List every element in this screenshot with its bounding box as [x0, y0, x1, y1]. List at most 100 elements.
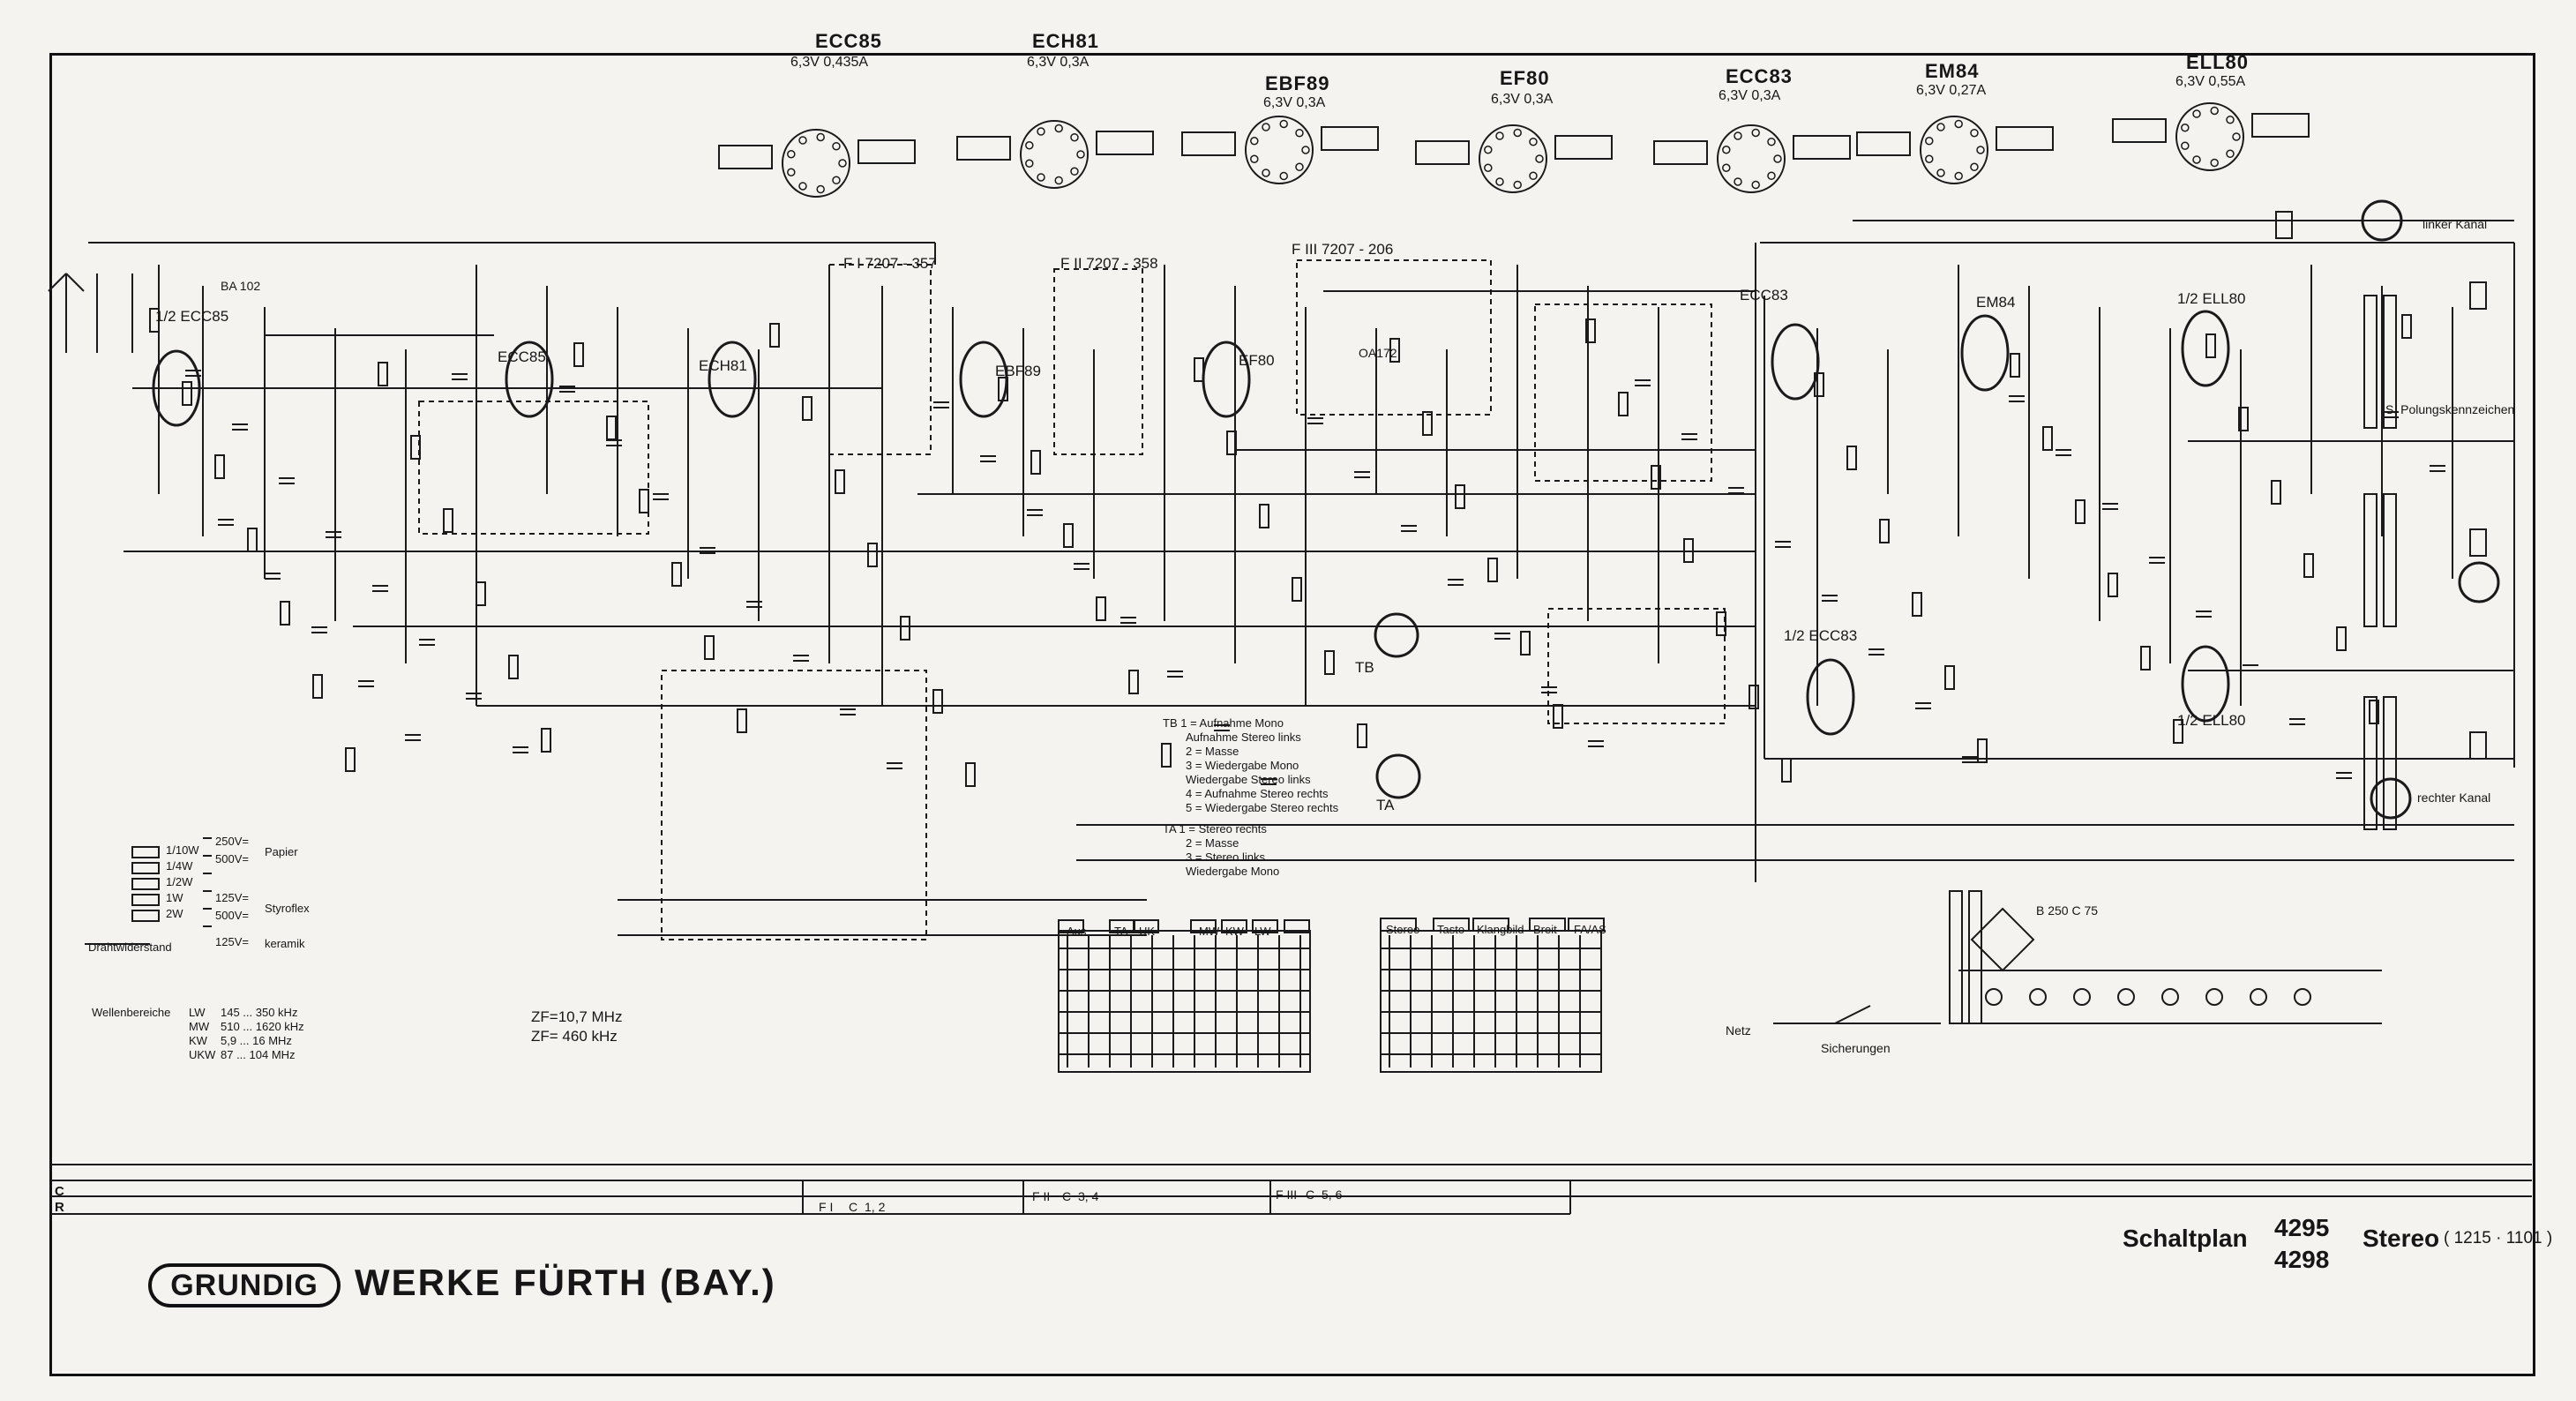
tube-spec-ecc85: 6,3V 0,435A	[790, 55, 869, 70]
tb-legend-0: TB 1 = Aufnahme Mono	[1163, 716, 1284, 730]
power-switch	[1834, 1005, 1871, 1024]
voltage-box	[1181, 131, 1236, 156]
voltage-box	[2251, 113, 2310, 138]
resistor	[1422, 411, 1433, 436]
tube-name-ecc83: ECC83	[1726, 65, 1793, 87]
resistor	[1912, 592, 1922, 617]
legend-resistor	[131, 846, 160, 858]
wave-band-ukw: UKW	[189, 1048, 216, 1061]
transformer-core	[1949, 890, 1963, 1024]
tube-pin	[2181, 141, 2190, 151]
tube-pin	[1722, 145, 1731, 154]
voltage-box	[1321, 126, 1379, 151]
tube-pin	[1295, 128, 1304, 138]
resistor	[2075, 499, 2086, 524]
row-label-c: C	[55, 1184, 64, 1199]
tube-pin	[787, 168, 796, 177]
tb-legend-9: 3 = Stereo links	[1186, 850, 1265, 864]
model-number-1: 4295	[2274, 1214, 2330, 1241]
switch-tab-box	[1568, 918, 1605, 932]
legend-resistor	[131, 894, 160, 906]
switch-tab-box	[1284, 919, 1310, 933]
transformer-core	[2363, 696, 2378, 830]
switch-tab-lw: LW	[1254, 925, 1271, 938]
tube-pin	[1054, 124, 1063, 133]
wave-band-mw: MW	[189, 1020, 210, 1033]
resistor	[1585, 318, 1596, 343]
resistor	[2369, 700, 2379, 724]
tube-name-ech81: ECH81	[1032, 30, 1099, 52]
wave-ranges-title: Wellenbereiche	[92, 1006, 171, 1019]
tube-name-em84: EM84	[1925, 60, 1980, 82]
if-filter-box	[1053, 268, 1143, 455]
tuner-box	[418, 401, 649, 535]
tb-legend-2: 2 = Masse	[1186, 745, 1239, 758]
resistor	[2271, 480, 2281, 505]
resistor	[573, 342, 584, 367]
switch-tab-box	[1472, 918, 1509, 932]
switch-tab-stereo: Stereo	[1386, 923, 1420, 936]
switch-tab-box	[1190, 919, 1217, 933]
stereo-label: Stereo	[2363, 1225, 2440, 1252]
resistor	[2205, 333, 2216, 358]
resistor	[1357, 723, 1367, 748]
tube-pin	[1925, 154, 1934, 164]
switch-tab-box	[1380, 918, 1417, 932]
resistor	[214, 454, 225, 479]
tube-spec-ef80: 6,3V 0,3A	[1491, 92, 1554, 107]
tube-pin	[1970, 128, 1979, 138]
pilot-lamp	[2205, 988, 2223, 1006]
tube-socket-diagram	[782, 129, 850, 198]
schaltplan-label: Schaltplan	[2123, 1225, 2248, 1252]
resistor	[378, 362, 388, 386]
switch-tab-box	[1058, 919, 1084, 933]
vacuum-tube	[1960, 314, 2010, 392]
pilot-lamp	[1985, 988, 2003, 1006]
dashed-block	[661, 670, 927, 940]
legend-volt-5: 125V=	[215, 935, 249, 948]
switch-tab-mw: MW	[1199, 925, 1220, 938]
tube-pin	[1070, 167, 1079, 176]
tube-spec-em84: 6,3V 0,27A	[1916, 83, 1987, 98]
tube-socket-diagram	[1479, 124, 1547, 193]
switch-matrix	[1380, 930, 1602, 1073]
switch-tab-fa-as: FA/AS	[1574, 923, 1606, 936]
jack-socket	[2458, 561, 2500, 603]
switch-tab-box	[1221, 919, 1247, 933]
tube-spec-ech81: 6,3V 0,3A	[1027, 55, 1090, 70]
resistor	[900, 616, 910, 641]
tube-pin	[1301, 146, 1310, 154]
tube-pin	[1250, 154, 1259, 164]
tube-pin	[1025, 159, 1034, 169]
switch-tab-ta: TA	[1114, 925, 1128, 938]
tube-spec-ell80: 6,3V 0,55A	[2175, 74, 2246, 89]
jack-socket	[2361, 199, 2403, 242]
resistor	[2401, 314, 2412, 339]
sheet-border	[49, 53, 2535, 1376]
resistor	[965, 762, 976, 787]
transformer-core	[2383, 493, 2397, 627]
tube-pin	[1037, 127, 1045, 136]
wave-range-ukw: 87 ... 104 MHz	[221, 1048, 296, 1061]
resistor	[410, 435, 421, 460]
tube-pin	[2192, 155, 2201, 164]
speaker	[2275, 211, 2293, 239]
resistor	[606, 416, 617, 440]
wave-range-kw: 5,9 ... 16 MHz	[221, 1034, 292, 1047]
tube-pin	[2210, 106, 2219, 116]
legend-volt-3: 125V=	[215, 891, 249, 904]
label-netz: Netz	[1726, 1023, 1751, 1038]
resistor	[867, 543, 878, 567]
tube-pin	[2210, 158, 2219, 168]
tube-pin	[2181, 123, 2190, 132]
legend-resistor	[131, 878, 160, 890]
tube-pin	[1751, 180, 1760, 190]
tube-pin	[1936, 123, 1945, 131]
resistor	[1651, 465, 1661, 490]
label-sicherungen: Sicherungen	[1821, 1041, 1891, 1055]
resistor	[1455, 484, 1465, 509]
resistor	[2010, 353, 2020, 378]
tb-legend-1: Aufnahme Stereo links	[1186, 730, 1301, 744]
tube-pin	[1262, 169, 1270, 177]
row-fii-c: C	[1062, 1189, 1072, 1203]
